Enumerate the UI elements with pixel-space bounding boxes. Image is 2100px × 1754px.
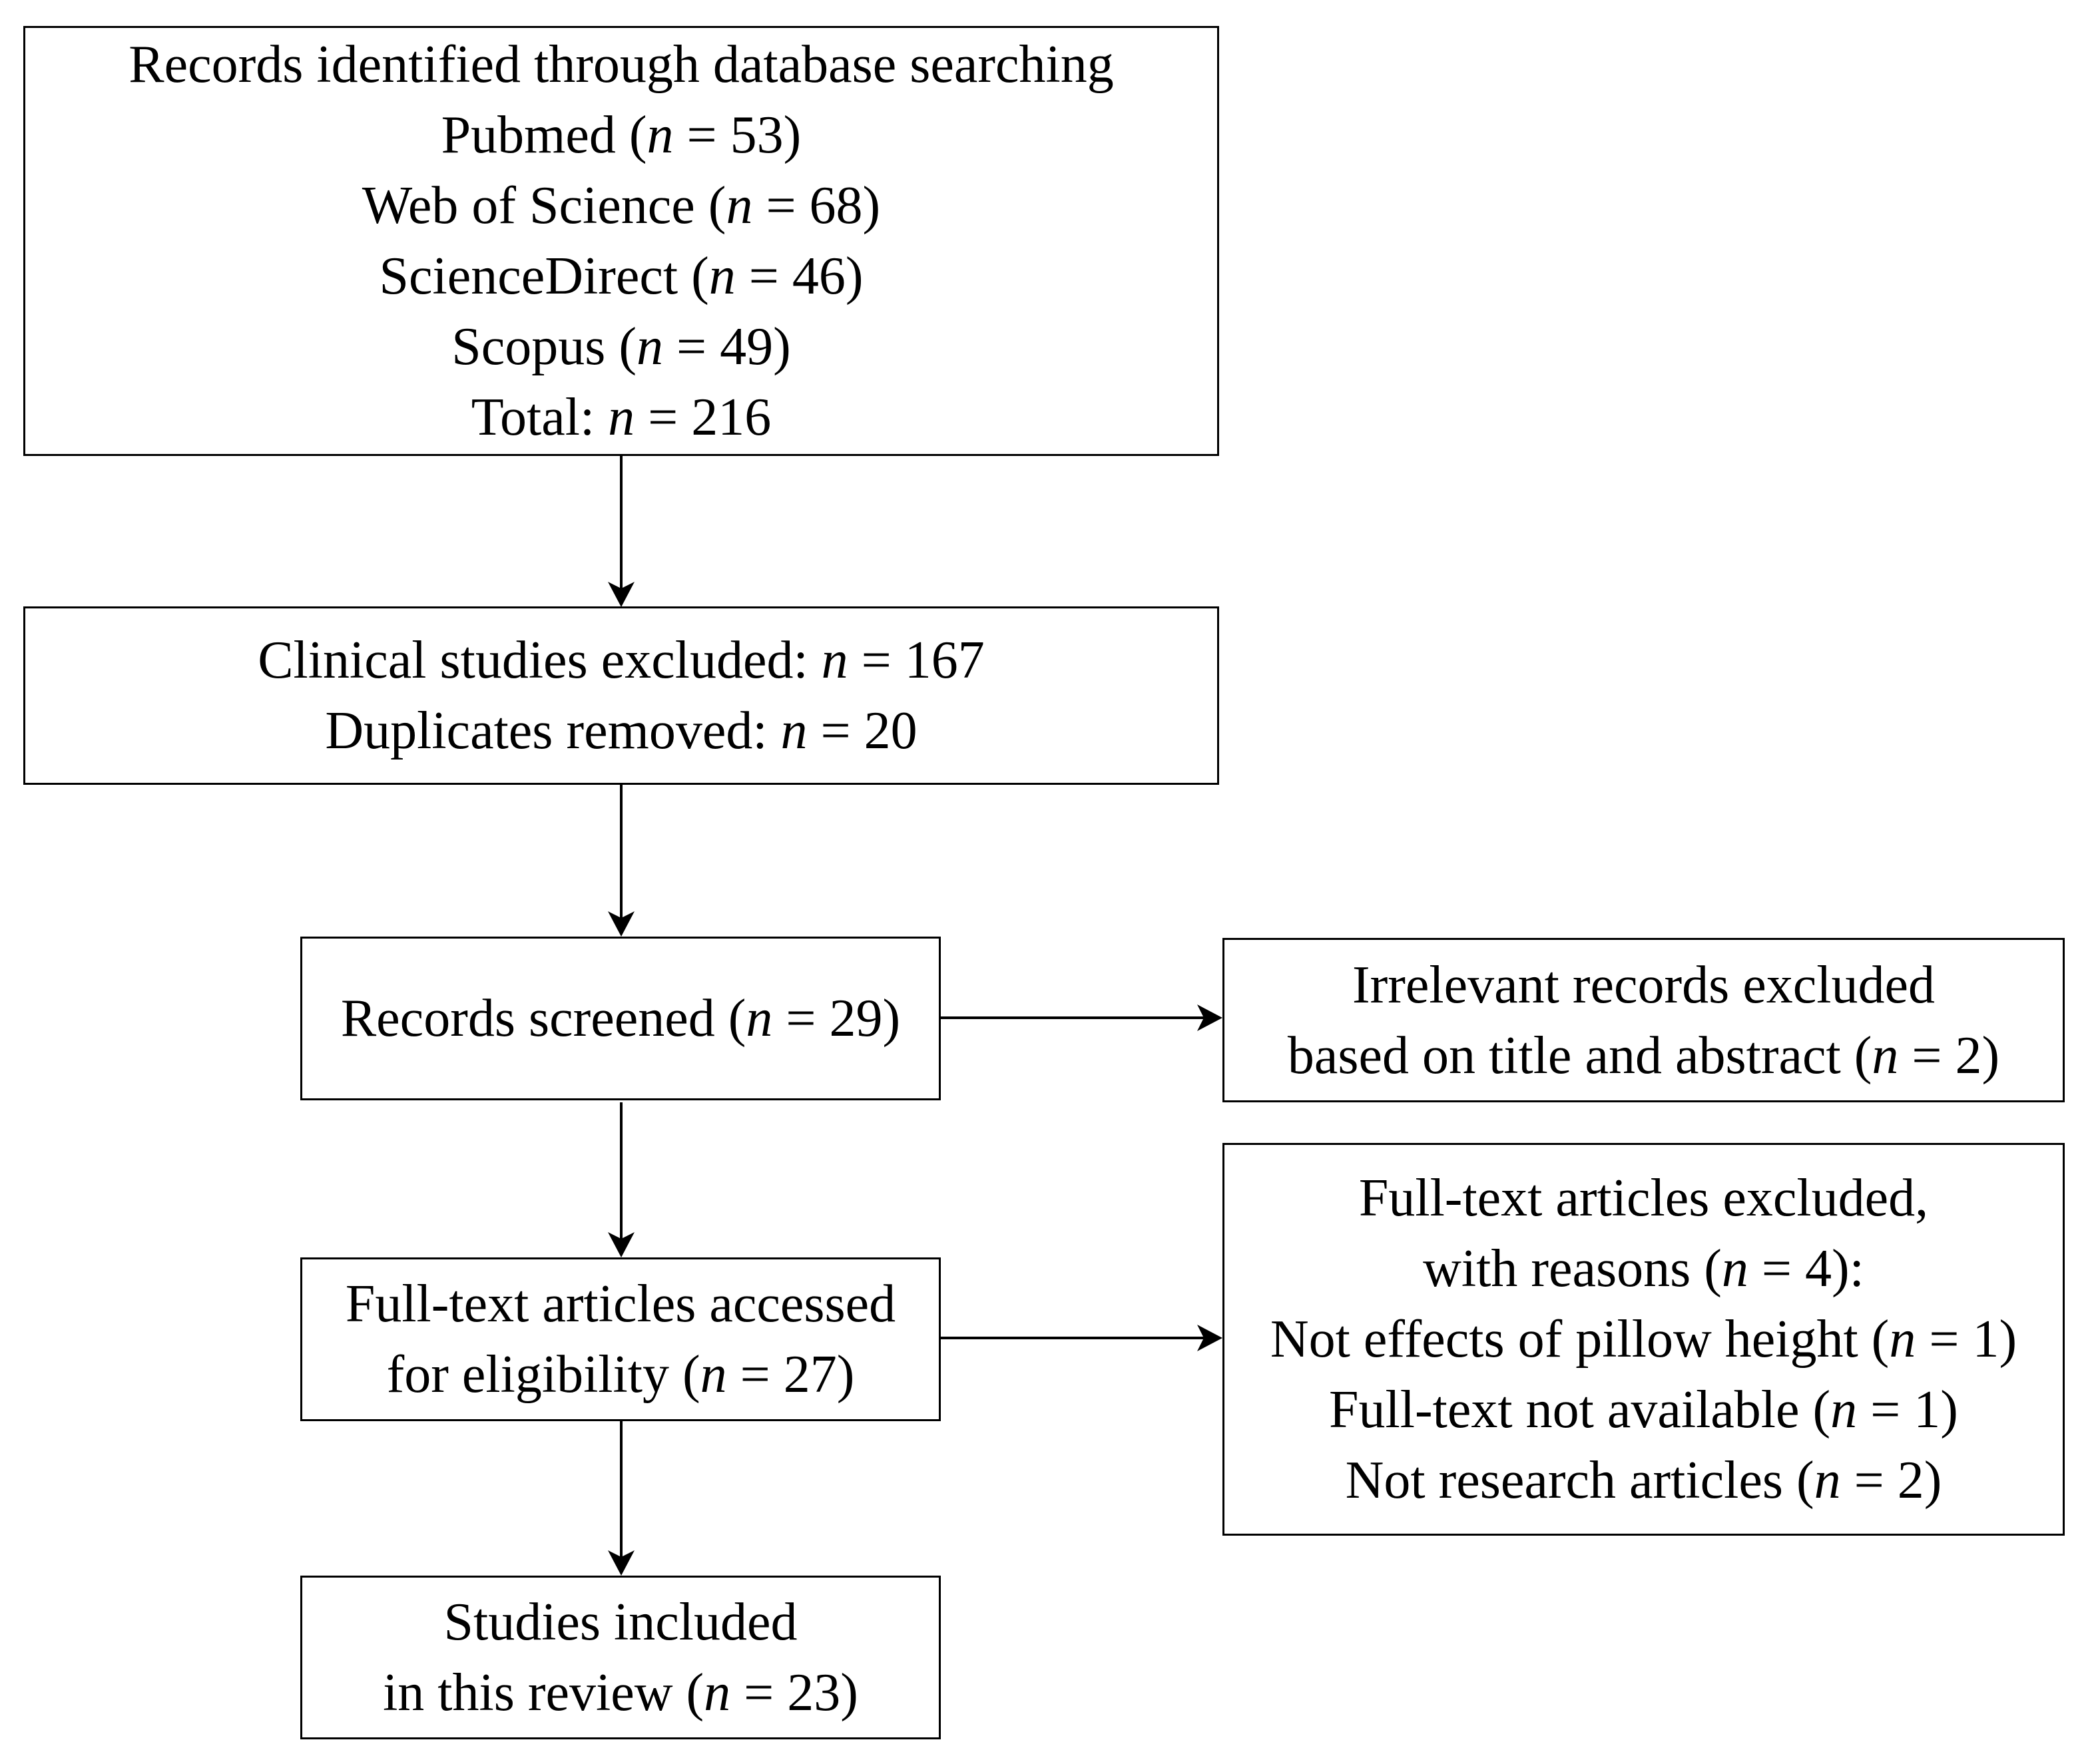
sample-size-symbol: n [821,631,848,690]
line-count: = 20 [807,702,918,760]
exclusion-initial-line: Clinical studies excluded: n = 167 [258,625,985,696]
line-text: Full-text not available ( [1329,1381,1831,1439]
fulltext-line: for eligibility (n = 27) [387,1339,855,1410]
sample-size-symbol: n [704,1663,731,1722]
identification-line: Web of Science (n = 68) [362,170,880,241]
sample-size-symbol: n [1721,1239,1748,1298]
line-text: Clinical studies excluded: [258,631,822,690]
line-count: = 53) [673,106,802,164]
line-text: for eligibility ( [386,1345,700,1404]
fulltext-line: Full-text articles accessed [346,1269,896,1339]
line-text: Studies included [443,1593,798,1651]
line-text: Web of Science ( [362,176,726,235]
sample-size-symbol: n [608,388,635,447]
fulltext-assessed-box: Full-text articles accessed for eligibili… [300,1257,941,1421]
arrow-screened-to-fulltext [608,1102,635,1257]
line-count: = 167 [848,631,985,690]
screened-line: Records screened (n = 29) [341,983,900,1054]
line-count: = 46) [735,247,864,306]
sample-size-symbol: n [700,1345,727,1404]
line-text: Full-text articles excluded, [1358,1169,1929,1227]
exclusion-initial-line: Duplicates removed: n = 20 [325,696,917,766]
line-count: = 4): [1748,1239,1864,1298]
sample-size-symbol: n [708,247,736,306]
sample-size-symbol: n [780,702,808,760]
studies-included-box: Studies included in this review (n = 23) [300,1576,941,1739]
sample-size-symbol: n [1872,1026,1899,1085]
arrow-exclusion-to-screened [608,784,635,937]
line-text: Records identified through database sear… [129,35,1114,94]
line-text: Not effects of pillow height ( [1270,1310,1890,1369]
line-count: = 2) [1898,1026,2000,1085]
line-text: in this review ( [383,1663,704,1722]
records-screened-box: Records screened (n = 29) [300,937,941,1100]
fulltext-excluded-line: Not research articles (n = 2) [1346,1445,1942,1516]
sample-size-symbol: n [726,176,753,235]
line-count: = 29) [772,989,901,1048]
identification-line: Pubmed (n = 53) [441,100,802,170]
line-text: Scopus ( [451,318,637,376]
irrelevant-records-box: Irrelevant records excluded based on titl… [1222,938,2065,1102]
line-count: = 216 [635,388,772,447]
line-text: with reasons ( [1423,1239,1722,1298]
line-text: based on title and abstract ( [1287,1026,1872,1085]
line-count: = 1) [1916,1310,2017,1369]
identification-box: Records identified through database sear… [23,26,1219,456]
sample-size-symbol: n [637,318,663,376]
line-text: Irrelevant records excluded [1352,955,1936,1014]
sample-size-symbol: n [1814,1451,1841,1510]
line-text: Duplicates removed: [325,702,781,760]
irrelevant-line: Irrelevant records excluded [1352,950,1935,1020]
line-text: Not research articles ( [1345,1451,1814,1510]
arrow-identification-to-exclusion [608,456,635,607]
line-count: = 2) [1840,1451,1942,1510]
identification-line: Total: n = 216 [471,382,772,453]
line-text: Records screened ( [340,989,746,1048]
sample-size-symbol: n [647,106,674,164]
included-line: in this review (n = 23) [383,1657,858,1728]
sample-size-symbol: n [1830,1381,1858,1439]
sample-size-symbol: n [1889,1310,1916,1369]
line-text: Pubmed ( [441,106,647,164]
line-count: = 49) [663,318,791,376]
irrelevant-line: based on title and abstract (n = 2) [1288,1020,1999,1091]
fulltext-excluded-line: Full-text not available (n = 1) [1329,1375,1958,1445]
fulltext-excluded-box: Full-text articles excluded, with reasons… [1222,1143,2065,1536]
identification-line: Records identified through database sear… [129,29,1114,100]
line-text: Total: [471,388,609,447]
arrow-fulltext-to-excluded [940,1325,1222,1351]
sample-size-symbol: n [746,989,773,1048]
included-line: Studies included [443,1587,797,1657]
fulltext-excluded-line: with reasons (n = 4): [1423,1233,1864,1304]
arrow-fulltext-to-included [608,1421,635,1576]
line-count: = 23) [730,1663,858,1722]
line-text: ScienceDirect ( [379,247,709,306]
identification-line: Scopus (n = 49) [451,312,791,382]
line-text: Full-text articles accessed [345,1275,896,1333]
line-count: = 68) [752,176,881,235]
identification-line: ScienceDirect (n = 46) [379,241,863,312]
fulltext-excluded-line: Not effects of pillow height (n = 1) [1270,1304,2017,1375]
line-count: = 1) [1857,1381,1958,1439]
fulltext-excluded-line: Full-text articles excluded, [1359,1163,1928,1233]
line-count: = 27) [726,1345,855,1404]
arrow-screened-to-irrelevant [940,1004,1222,1031]
